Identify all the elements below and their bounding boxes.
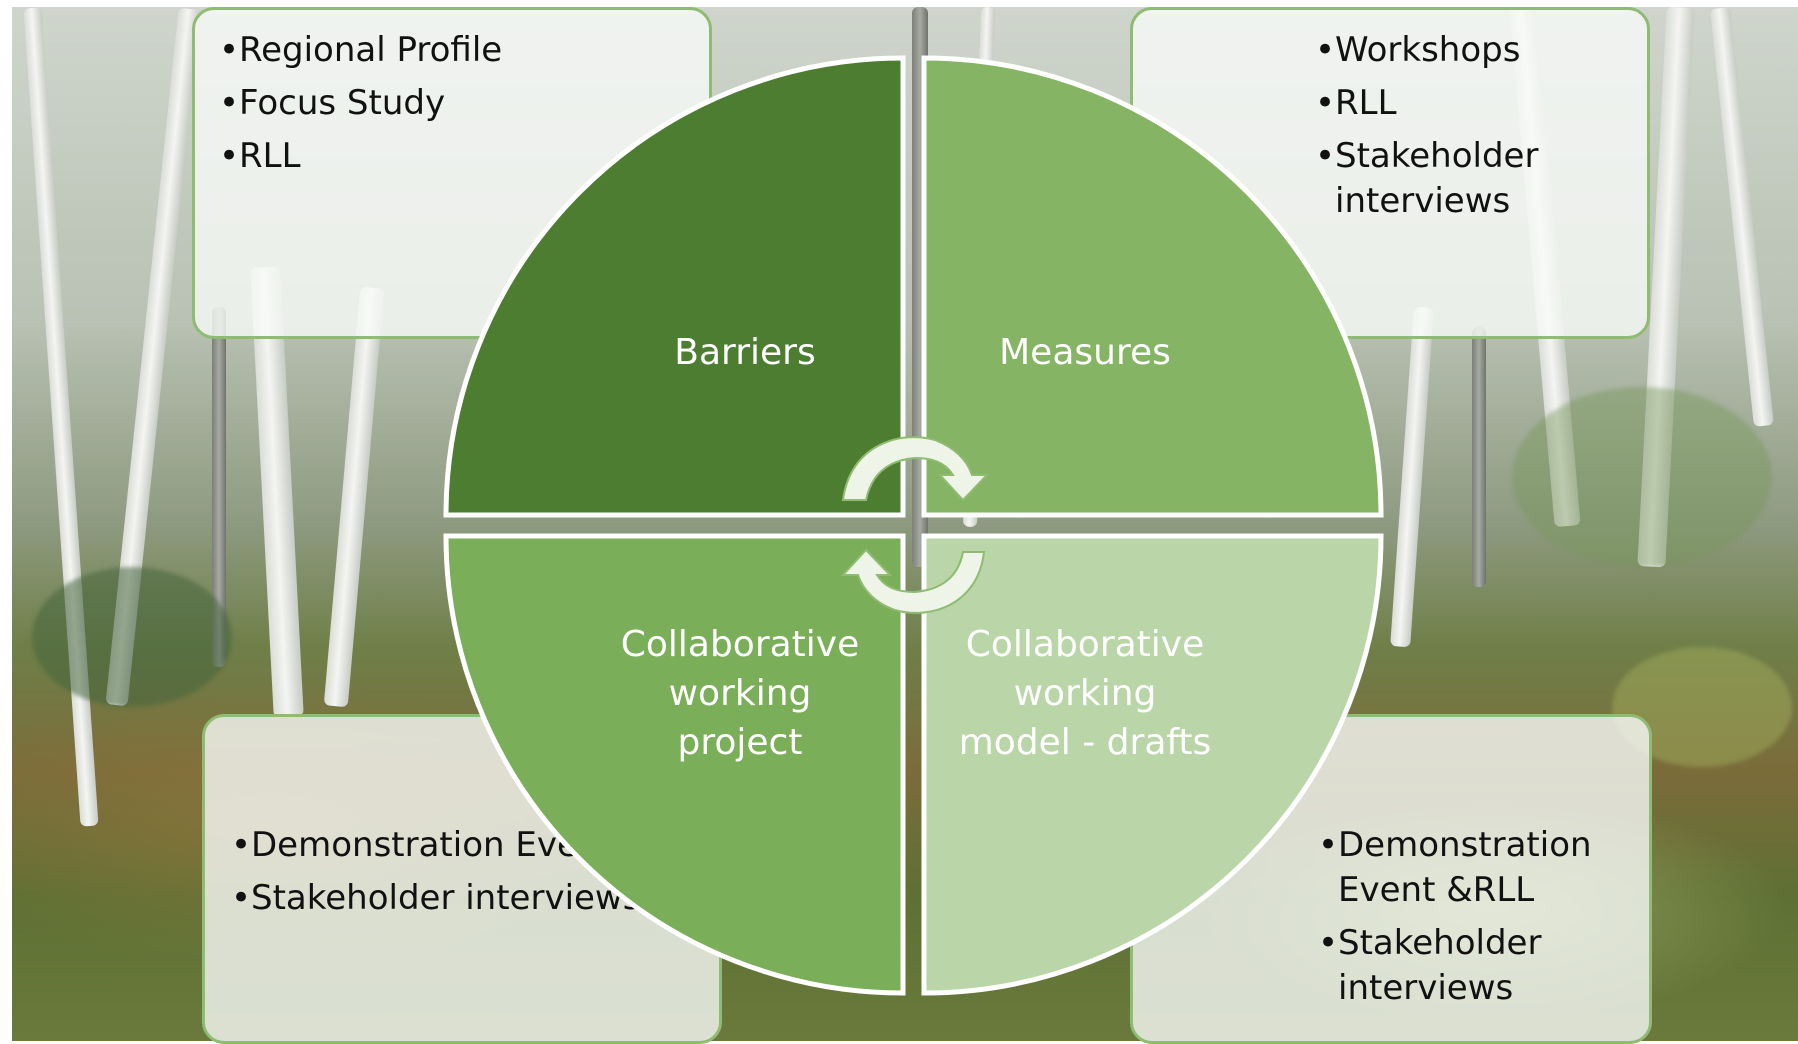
top-left-bullet: Focus Study	[219, 81, 689, 126]
collaborative-working-model-label: Collaborative working model - drafts	[958, 624, 1212, 763]
top-left-bullet: RLL	[219, 134, 689, 179]
top-left-bullet: Regional Profile	[219, 28, 689, 73]
top-right-bullet: Workshops	[1315, 28, 1627, 73]
bottom-cycle-arrow-icon	[840, 548, 986, 614]
quadrant-barriers	[443, 55, 906, 518]
collaborative-working-project-label: Collaborative working project	[620, 624, 860, 763]
top-right-bullet: Stakeholder interviews	[1315, 134, 1627, 224]
barriers-label: Barriers	[674, 332, 816, 373]
bottom-left-bullet: Stakeholder interviews	[231, 876, 699, 921]
top-cycle-arrow-icon	[841, 436, 990, 502]
quadrant-collaborative-working-project	[443, 533, 906, 996]
bottom-right-bullet: Stakeholder interviews	[1318, 921, 1629, 1011]
quadrant-measures	[921, 55, 1384, 518]
quadrant-collaborative-working-model	[921, 533, 1384, 996]
measures-label: Measures	[999, 332, 1171, 373]
top-right-bullet: RLL	[1315, 81, 1627, 126]
bottom-right-bullet: Demonstration Event &RLL	[1318, 823, 1629, 913]
